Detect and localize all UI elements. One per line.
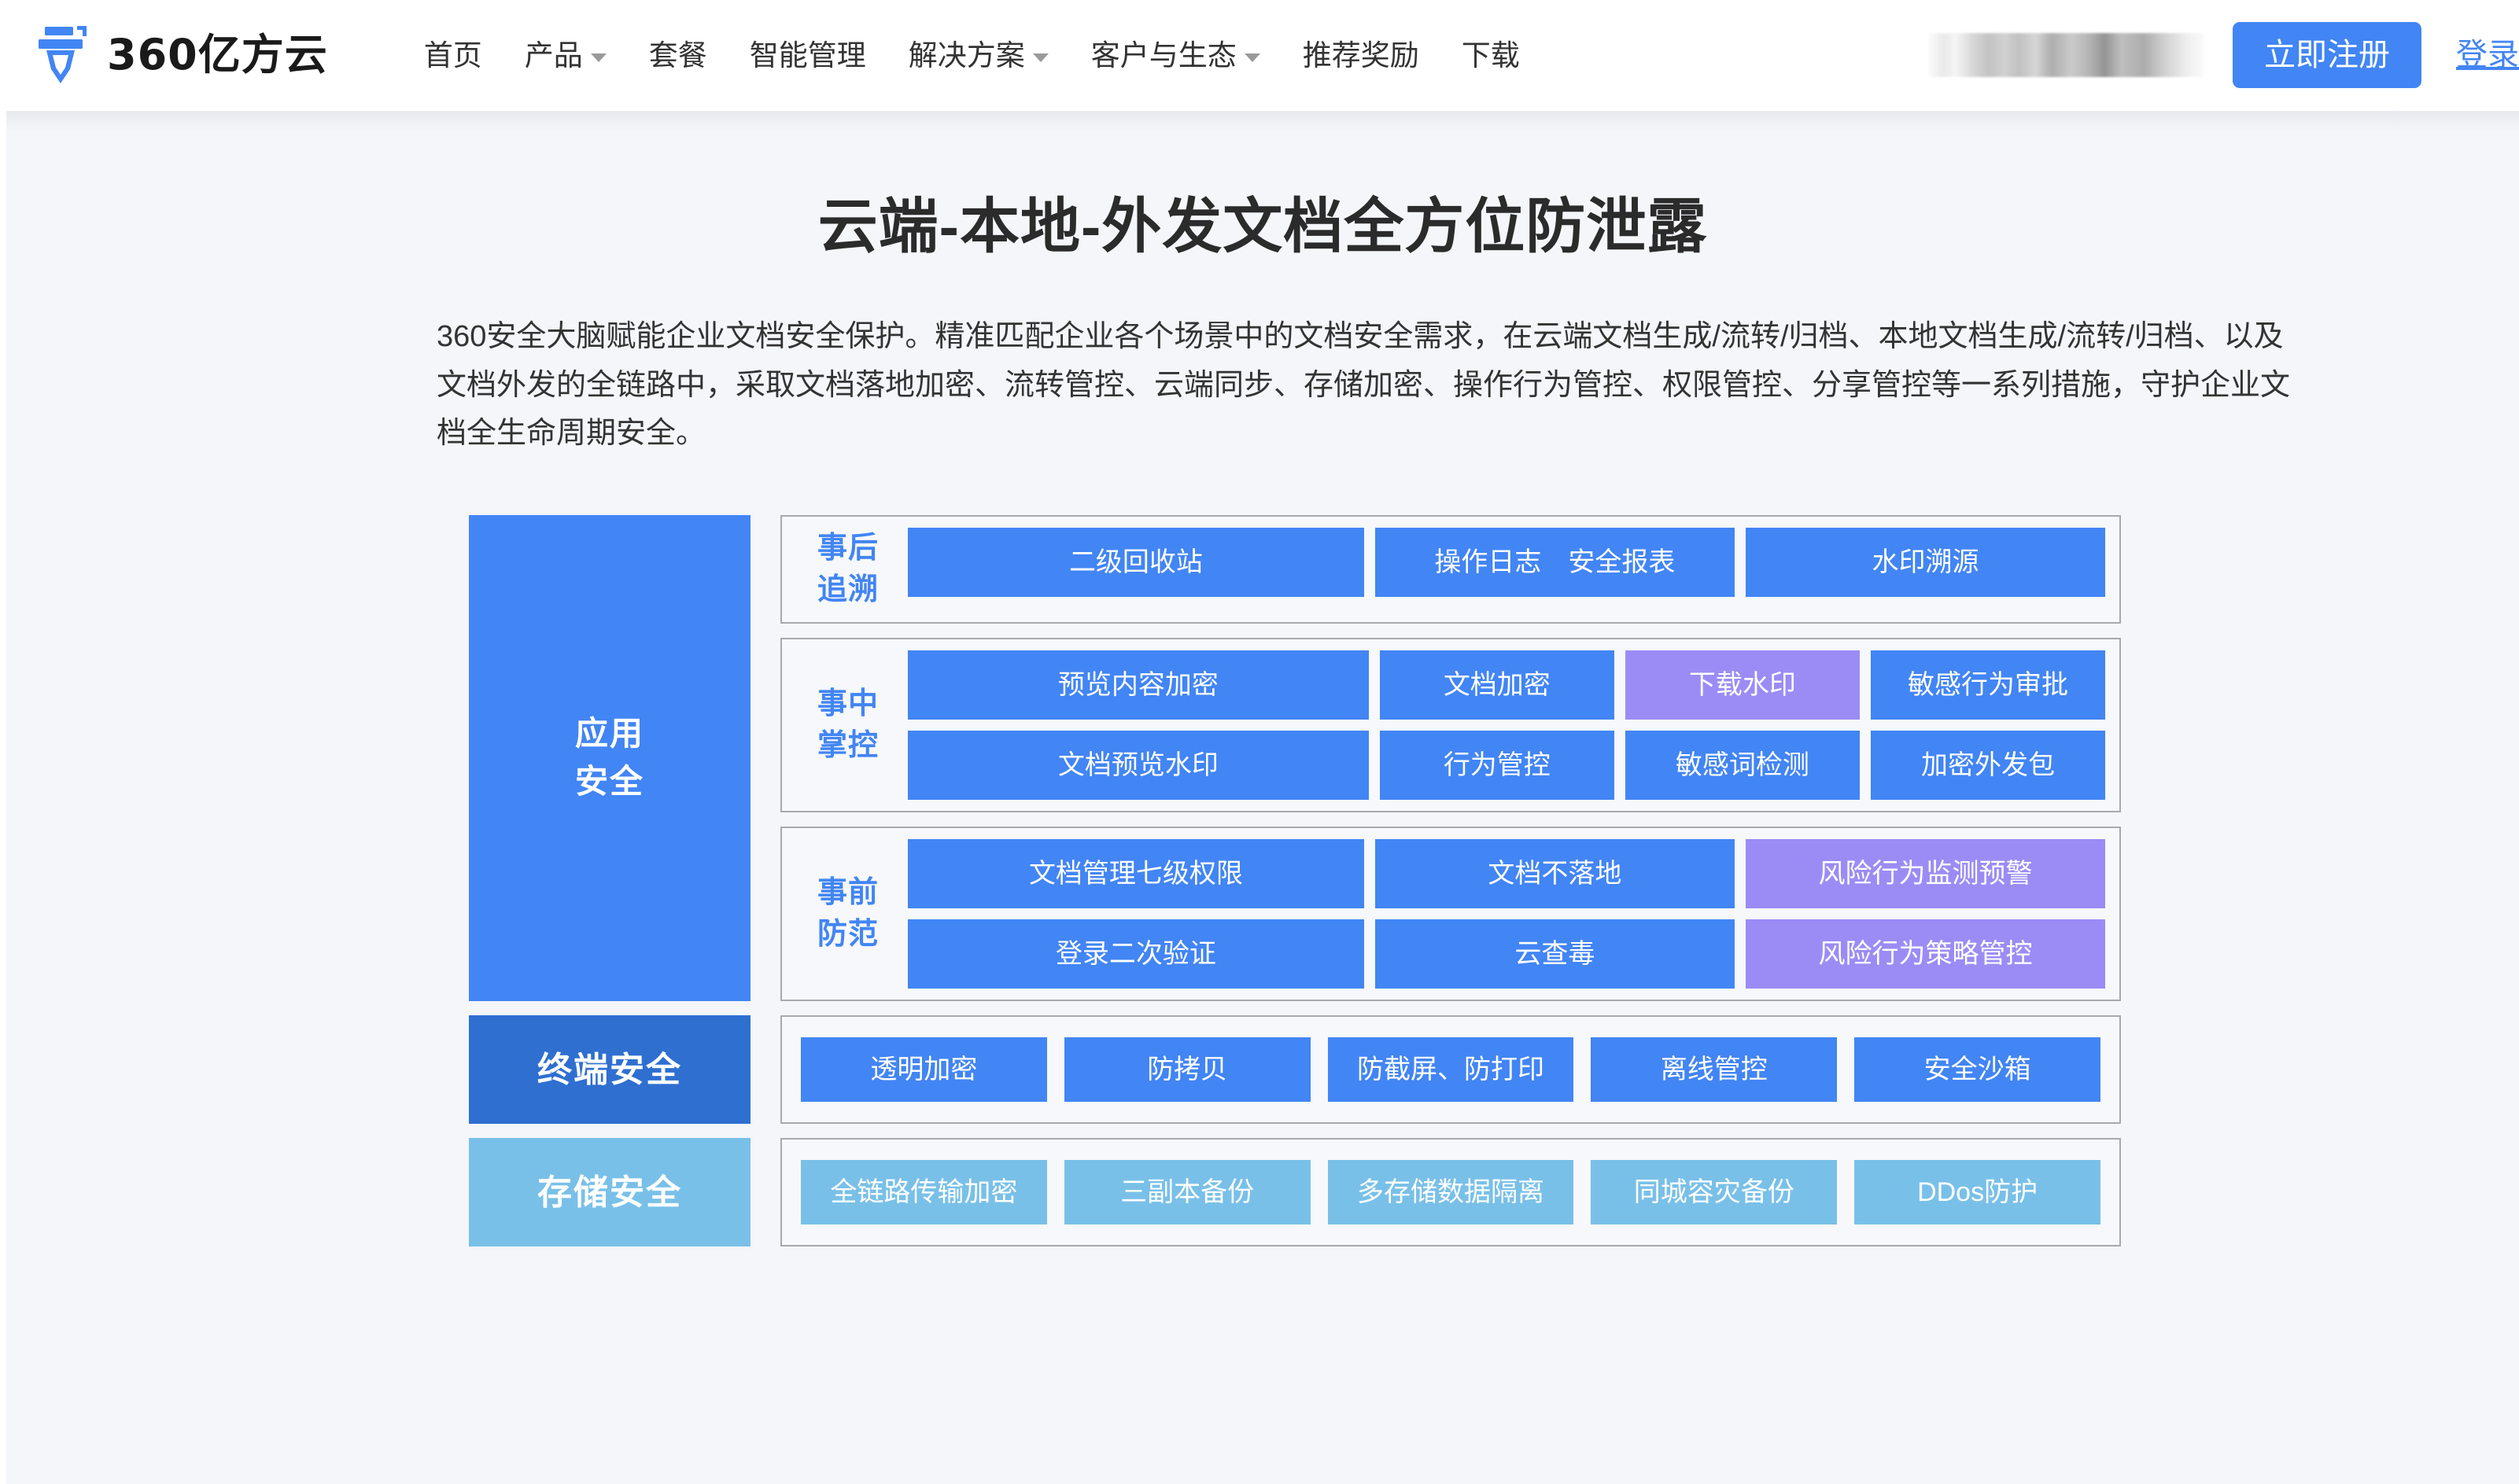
terminal-security-cells: 透明加密 防拷贝 防截屏、防打印 离线管控 安全沙箱 xyxy=(780,1015,2121,1125)
group-label-line-1: 事中 xyxy=(817,687,879,721)
feature-cell[interactable]: 离线管控 xyxy=(1591,1037,1838,1103)
feature-cell[interactable]: 透明加密 xyxy=(801,1037,1047,1103)
nav-item-smart-management[interactable]: 智能管理 xyxy=(728,41,887,70)
category-label-terminal-security: 终端安全 xyxy=(469,1015,751,1125)
group-cells: 二级回收站 操作日志 安全报表 水印溯源 xyxy=(908,528,2106,611)
feature-cell[interactable]: 多存储数据隔离 xyxy=(1327,1160,1574,1225)
feature-cell[interactable]: 三副本备份 xyxy=(1064,1160,1311,1225)
feature-cell[interactable]: 同城容灾备份 xyxy=(1591,1160,1838,1225)
feature-cell[interactable]: 安全沙箱 xyxy=(1854,1037,2100,1103)
group-cells: 文档管理七级权限 文档不落地 风险行为监测预警 登录二次验证 云查毒 风险行为策… xyxy=(908,839,2106,989)
brand-name: 360亿方云 xyxy=(107,30,328,79)
cell-row: 预览内容加密 文档加密 下载水印 敏感行为审批 xyxy=(908,650,2106,720)
group-post-incident-tracing: 事后 追溯 二级回收站 操作日志 安全报表 水印溯源 xyxy=(780,515,2121,624)
feature-cell[interactable]: 文档不落地 xyxy=(1374,839,1735,909)
group-label-line-2: 追溯 xyxy=(817,573,879,607)
group-cells: 预览内容加密 文档加密 下载水印 敏感行为审批 文档预览水印 行为管控 敏感词检… xyxy=(908,650,2106,801)
feature-cell[interactable]: 防拷贝 xyxy=(1064,1037,1311,1103)
feature-cell[interactable]: 行为管控 xyxy=(1379,731,1614,801)
cell-row: 文档管理七级权限 文档不落地 风险行为监测预警 xyxy=(908,839,2106,909)
feature-cell[interactable]: 风险行为策略管控 xyxy=(1745,919,2106,989)
category-line-1: 应用 xyxy=(574,715,644,753)
nav-label: 客户与生态 xyxy=(1090,39,1237,72)
chevron-down-icon xyxy=(1032,53,1049,62)
nav-item-customers-ecosystem[interactable]: 客户与生态 xyxy=(1070,41,1282,70)
feature-cell[interactable]: 操作日志 安全报表 xyxy=(1374,528,1735,598)
feature-cell[interactable]: 全链路传输加密 xyxy=(801,1160,1047,1225)
group-label-post-incident-tracing: 事后 追溯 xyxy=(796,528,900,611)
login-link[interactable]: 登录 xyxy=(2456,38,2519,72)
main-navigation: 首页 产品 套餐 智能管理 解决方案 客户与生态 推荐奖励 下载 xyxy=(403,41,1541,70)
group-label-line-2: 掌控 xyxy=(817,729,879,763)
row-terminal-security: 终端安全 透明加密 防拷贝 防截屏、防打印 离线管控 安全沙箱 xyxy=(469,1015,2121,1125)
feature-cell[interactable]: 敏感行为审批 xyxy=(1870,650,2106,720)
group-in-incident-control: 事中 掌控 预览内容加密 文档加密 下载水印 敏感行为审批 文档预览水印 xyxy=(780,638,2121,813)
site-header: 360亿方云 首页 产品 套餐 智能管理 解决方案 客户与生态 推荐奖励 下载 xyxy=(0,0,2519,111)
group-label-pre-incident-prevention: 事前 防范 xyxy=(796,839,900,989)
page-title: 云端-本地-外发文档全方位防泄露 xyxy=(817,193,1708,260)
group-label-line-1: 事前 xyxy=(817,876,879,910)
chevron-down-icon xyxy=(1244,53,1260,62)
row-application-security: 应用 安全 事后 追溯 二级回收站 操 xyxy=(469,515,2121,1002)
category-line-2: 安全 xyxy=(574,763,644,801)
feature-cell[interactable]: DDos防护 xyxy=(1854,1160,2100,1225)
feature-cell[interactable]: 下载水印 xyxy=(1625,650,1860,720)
feature-cell[interactable]: 水印溯源 xyxy=(1745,528,2106,598)
category-label-application-security: 应用 安全 xyxy=(469,515,751,1002)
nav-label: 产品 xyxy=(524,39,583,72)
group-label-line-2: 防范 xyxy=(817,918,879,952)
cell-row: 文档预览水印 行为管控 敏感词检测 加密外发包 xyxy=(908,731,2106,801)
feature-cell[interactable]: 加密外发包 xyxy=(1870,731,2106,801)
feature-cell[interactable]: 文档预览水印 xyxy=(908,731,1369,801)
group-label-line-1: 事后 xyxy=(817,532,879,565)
row-storage-security: 存储安全 全链路传输加密 三副本备份 多存储数据隔离 同城容灾备份 DDos防护 xyxy=(469,1138,2121,1247)
nav-item-solutions[interactable]: 解决方案 xyxy=(887,41,1070,70)
feature-cell[interactable]: 风险行为监测预警 xyxy=(1745,839,2106,909)
register-button[interactable]: 立即注册 xyxy=(2233,22,2421,88)
nav-item-download[interactable]: 下载 xyxy=(1440,41,1541,70)
group-pre-incident-prevention: 事前 防范 文档管理七级权限 文档不落地 风险行为监测预警 登录二次验证 云查毒 xyxy=(780,827,2121,1002)
feature-cell[interactable]: 敏感词检测 xyxy=(1625,731,1860,801)
chevron-down-icon xyxy=(590,53,607,62)
nav-label: 套餐 xyxy=(648,39,707,72)
nav-item-home[interactable]: 首页 xyxy=(403,41,503,70)
cell-row: 登录二次验证 云查毒 风险行为策略管控 xyxy=(908,919,2106,989)
category-label-storage-security: 存储安全 xyxy=(469,1138,751,1247)
redacted-user-info xyxy=(1927,33,2204,77)
nav-item-plans[interactable]: 套餐 xyxy=(628,41,728,70)
nav-item-products[interactable]: 产品 xyxy=(503,41,628,70)
header-actions: 立即注册 登录 xyxy=(1927,22,2519,88)
page-content: 云端-本地-外发文档全方位防泄露 360安全大脑赋能企业文档安全保护。精准匹配企… xyxy=(0,111,2519,1484)
application-security-groups: 事后 追溯 二级回收站 操作日志 安全报表 水印溯源 xyxy=(780,515,2121,1002)
page-description: 360安全大脑赋能企业文档安全保护。精准匹配企业各个场景中的文档安全需求，在云端… xyxy=(437,320,2291,451)
feature-cell[interactable]: 文档管理七级权限 xyxy=(908,839,1364,909)
storage-security-cells: 全链路传输加密 三副本备份 多存储数据隔离 同城容灾备份 DDos防护 xyxy=(780,1138,2121,1247)
feature-cell[interactable]: 登录二次验证 xyxy=(908,919,1364,989)
nav-item-referral-rewards[interactable]: 推荐奖励 xyxy=(1282,41,1440,70)
feature-cell[interactable]: 预览内容加密 xyxy=(908,650,1369,720)
nav-label: 推荐奖励 xyxy=(1302,39,1419,72)
cell-row: 二级回收站 操作日志 安全报表 水印溯源 xyxy=(908,528,2106,598)
brand-pen-icon xyxy=(39,26,87,83)
brand-logo[interactable]: 360亿方云 xyxy=(36,24,328,86)
nav-label: 首页 xyxy=(423,39,482,72)
feature-cell[interactable]: 二级回收站 xyxy=(908,528,1364,598)
security-architecture-diagram: 应用 安全 事后 追溯 二级回收站 操 xyxy=(469,515,2121,1247)
feature-cell[interactable]: 文档加密 xyxy=(1379,650,1614,720)
nav-label: 下载 xyxy=(1461,39,1520,72)
nav-label: 智能管理 xyxy=(749,39,866,72)
feature-cell[interactable]: 防截屏、防打印 xyxy=(1327,1037,1574,1103)
feature-cell[interactable]: 云查毒 xyxy=(1374,919,1735,989)
nav-label: 解决方案 xyxy=(908,39,1025,72)
group-label-in-incident-control: 事中 掌控 xyxy=(796,650,900,800)
